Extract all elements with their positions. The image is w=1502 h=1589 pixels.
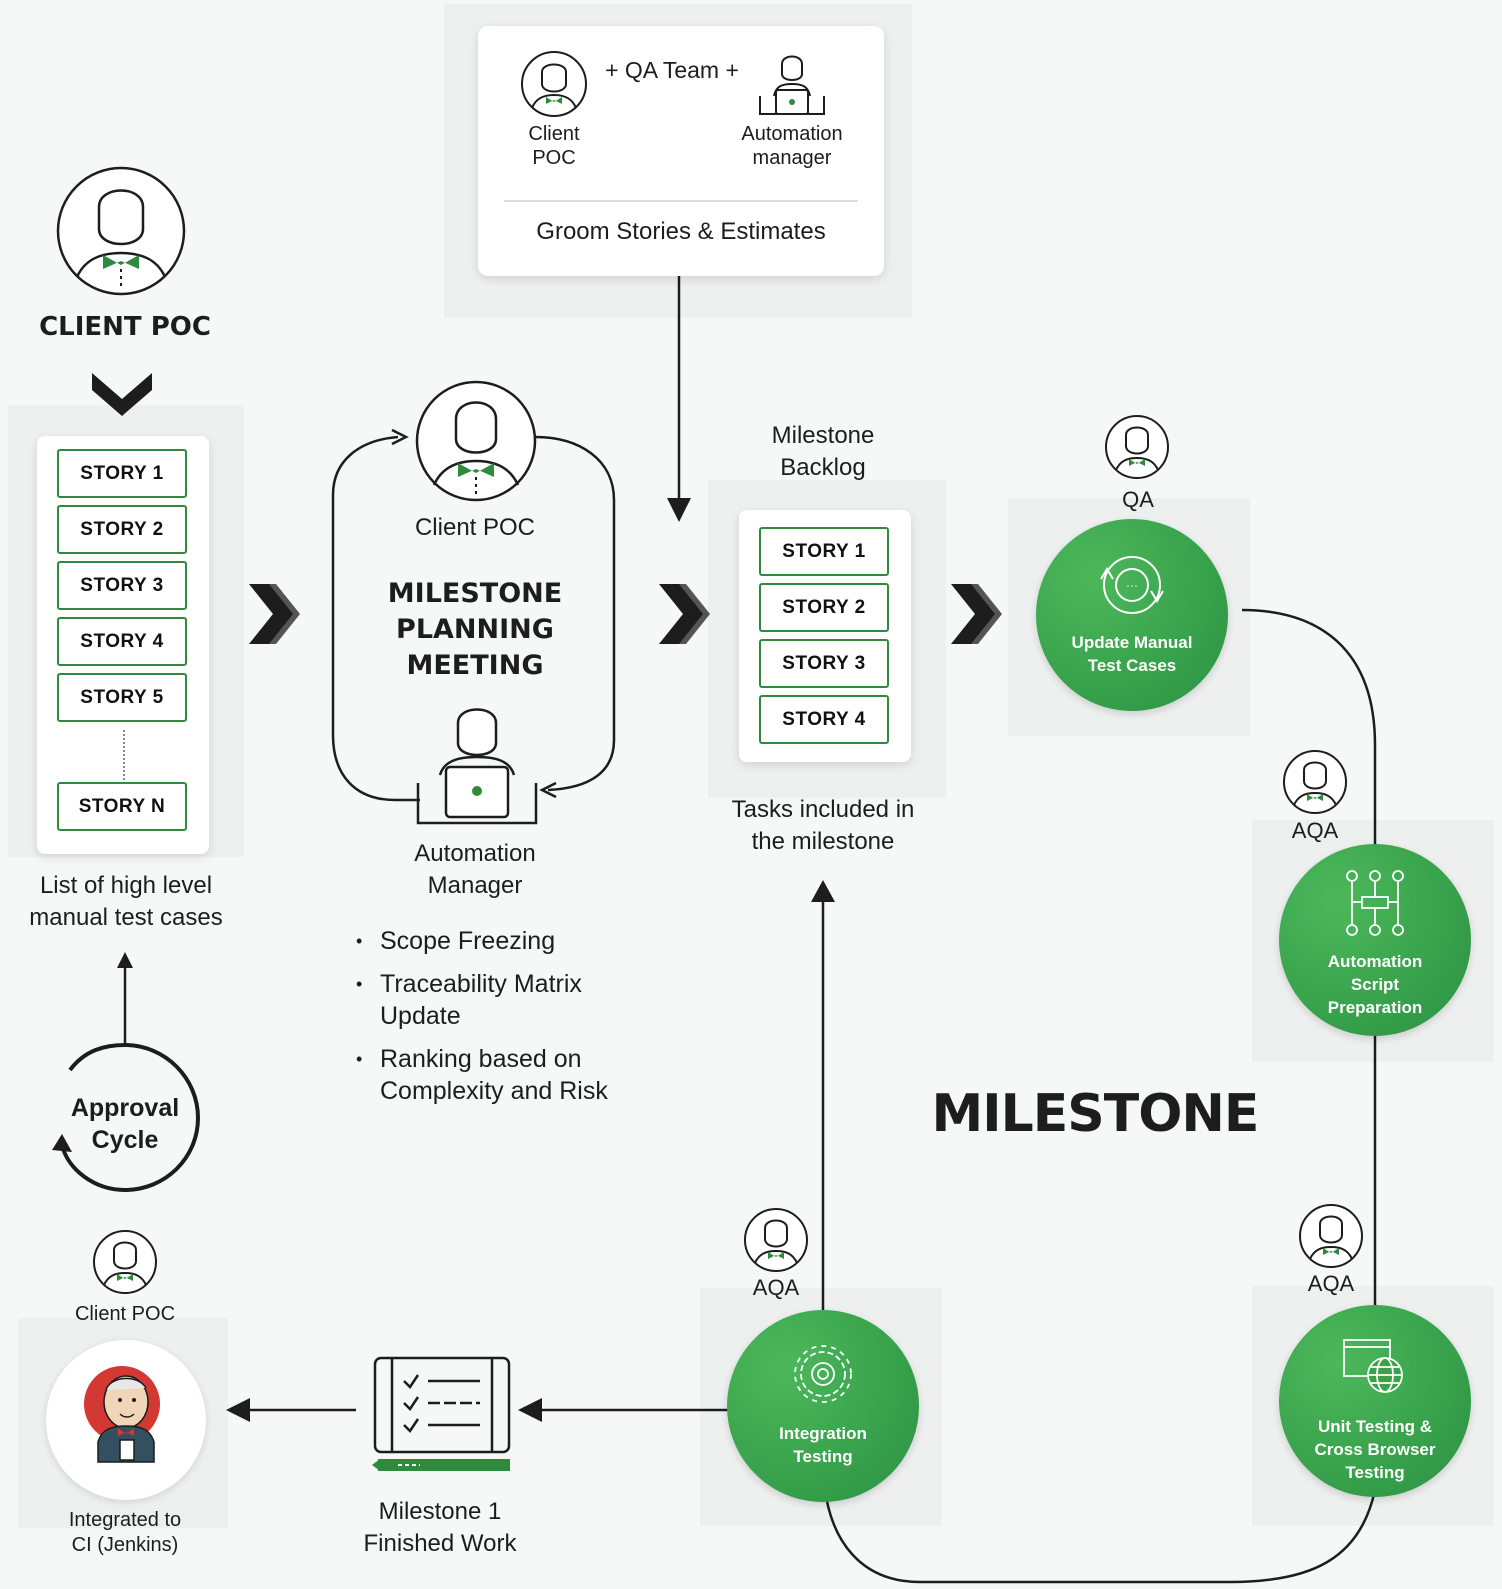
finished-checklist-icon — [372, 1356, 511, 1471]
chevron-right-icon-2 — [659, 584, 710, 644]
groom-card: + QA Team + Client POC Automation manage… — [478, 26, 884, 276]
svg-text:···: ··· — [1126, 578, 1138, 592]
chevron-right-icon-3 — [951, 584, 1002, 644]
gear-icon — [794, 1345, 852, 1403]
unit-label-3: Testing — [1345, 1463, 1405, 1482]
milestone-label: MILESTONE — [931, 1084, 1260, 1144]
client-label-1: Client — [528, 123, 580, 145]
story-n: STORY N — [57, 782, 187, 831]
backlog-story-2: STORY 2 — [759, 583, 889, 632]
finished-line-2: Finished Work — [363, 1530, 517, 1557]
automation-script-circle[interactable]: Automation Script Preparation — [1279, 844, 1471, 1036]
aqa-automation-avatar-icon — [1283, 750, 1347, 814]
planning-client-avatar-icon — [415, 380, 537, 502]
card-divider — [504, 200, 858, 202]
client-label-2: POC — [532, 147, 576, 169]
groom-caption: Groom Stories & Estimates — [536, 218, 826, 245]
client-story-4: STORY 4 — [57, 617, 187, 666]
planning-client-label: Client POC — [414, 514, 536, 541]
backlog-caption-2: the milestone — [751, 828, 895, 855]
backlog-story-4: STORY 4 — [759, 695, 889, 744]
planning-loop-right — [534, 435, 616, 792]
planning-title-2: PLANNING — [396, 614, 554, 645]
planning-manager-avatar-icon — [416, 708, 538, 825]
backlog-caption-1: Tasks included in — [731, 796, 915, 823]
flowchart-icon — [1346, 870, 1404, 936]
planning-bullets: Scope Freezing Traceability MatrixUpdate… — [350, 925, 650, 1118]
browser-globe-icon — [1343, 1339, 1403, 1393]
integration-label-1: Integration — [779, 1424, 867, 1443]
automation-label-2-circle: Script — [1350, 975, 1400, 994]
chevron-right-icon-1 — [249, 584, 300, 644]
chevron-down-icon — [92, 373, 152, 416]
update-label-1: Update Manual — [1071, 633, 1193, 652]
client-poc-large-avatar-icon — [56, 166, 186, 296]
approval-line-2: Cycle — [91, 1126, 159, 1154]
bullet-scope: Scope Freezing — [350, 925, 650, 957]
update-label-2: Test Cases — [1087, 656, 1177, 675]
client-story-3: STORY 3 — [57, 561, 187, 610]
cycle-unit-to-integration — [823, 1489, 1377, 1584]
planning-loop-left — [331, 435, 420, 802]
backlog-title-2: Backlog — [780, 454, 866, 481]
client-story-1: STORY 1 — [57, 449, 187, 498]
client-poc-title: CLIENT POC — [39, 312, 211, 342]
client-caption-1: List of high level — [39, 872, 213, 899]
automation-label-3-circle: Preparation — [1327, 998, 1423, 1017]
jenkins-client-avatar-icon — [93, 1230, 157, 1294]
automation-role: AQA — [1291, 818, 1339, 843]
qa-team-label: + QA Team + — [605, 57, 739, 83]
jenkins-role: Client POC — [74, 1303, 176, 1325]
integration-role: AQA — [752, 1275, 800, 1300]
unit-label-1: Unit Testing & — [1318, 1417, 1432, 1436]
planning-title-1: MILESTONE — [387, 578, 563, 609]
approval-line-1: Approval — [70, 1094, 180, 1122]
unit-label-2: Cross Browser — [1314, 1440, 1436, 1459]
client-poc-avatar-icon — [521, 51, 587, 117]
stories-dotted-line — [123, 730, 125, 780]
backlog-story-1: STORY 1 — [759, 527, 889, 576]
jenkins-caption-2: CI (Jenkins) — [71, 1534, 179, 1556]
qa-avatar-icon — [1105, 415, 1169, 479]
unit-testing-circle[interactable]: Unit Testing & Cross Browser Testing — [1279, 1305, 1471, 1497]
planning-manager-1: Automation — [414, 840, 536, 867]
automation-manager-avatar-icon — [759, 55, 825, 115]
refresh-cycle-icon: ··· — [1100, 556, 1164, 614]
jenkins-caption-1: Integrated to — [68, 1509, 182, 1531]
client-story-5: STORY 5 — [57, 673, 187, 722]
automation-label-1: Automation — [741, 123, 843, 145]
backlog-story-3: STORY 3 — [759, 639, 889, 688]
planning-manager-2: Manager — [427, 872, 523, 899]
backlog-title-1: Milestone — [771, 422, 875, 449]
update-manual-circle[interactable]: ··· Update Manual Test Cases — [1036, 519, 1228, 711]
aqa-unit-avatar-icon — [1299, 1204, 1363, 1268]
finished-line-1: Milestone 1 — [378, 1498, 502, 1525]
update-role: QA — [1122, 487, 1154, 512]
aqa-integration-avatar-icon — [744, 1208, 808, 1272]
automation-label-1-circle: Automation — [1327, 952, 1423, 971]
automation-label-2: manager — [752, 147, 832, 169]
integration-testing-circle[interactable]: Integration Testing — [727, 1310, 919, 1502]
integration-label-2: Testing — [793, 1447, 853, 1466]
cycle-update-to-automation — [1241, 608, 1377, 845]
jenkins-butler-icon — [84, 1366, 160, 1463]
unit-role: AQA — [1307, 1271, 1355, 1296]
approval-cycle-arc — [60, 1042, 201, 1193]
client-story-2: STORY 2 — [57, 505, 187, 554]
client-caption-2: manual test cases — [29, 904, 223, 931]
planning-title-3: MEETING — [406, 650, 544, 681]
